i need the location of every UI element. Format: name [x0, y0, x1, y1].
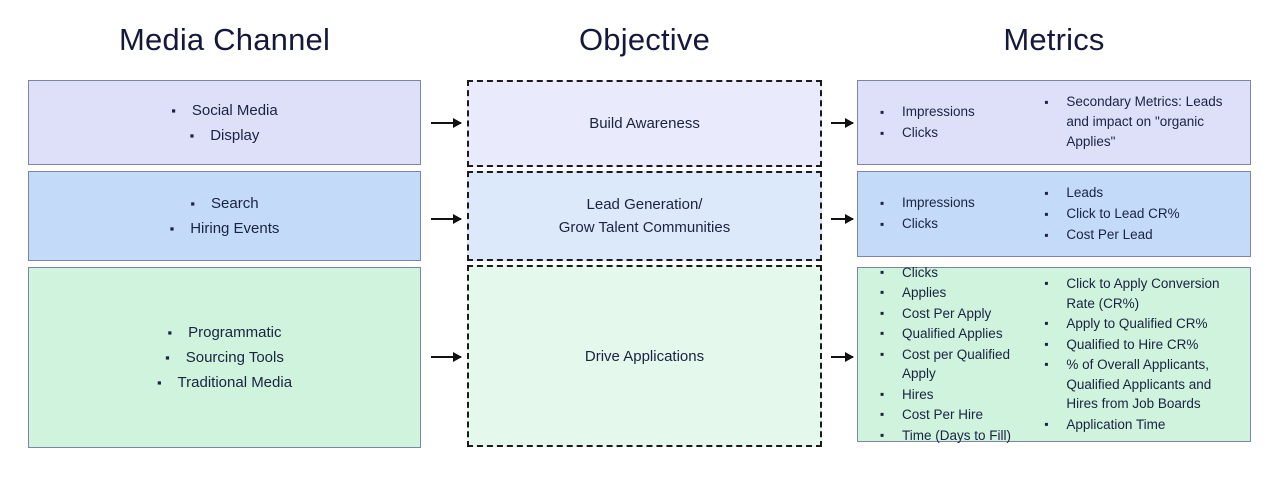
media-channel-list-leadgen: Search Hiring Events [170, 191, 280, 241]
metrics-columns-leadgen: Impressions Clicks Leads Click to Lead C… [858, 172, 1250, 256]
list-item: Impressions [880, 102, 1030, 122]
list-item: Display [171, 123, 278, 148]
metrics-secondary-applications: Click to Apply Conversion Rate (CR%) App… [1034, 274, 1250, 435]
list-item: Clicks [880, 214, 1030, 234]
metrics-box-leadgen[interactable]: Impressions Clicks Leads Click to Lead C… [857, 171, 1251, 257]
list-item: Application Time [1044, 415, 1246, 435]
metrics-secondary-list: Leads Click to Lead CR% Cost Per Lead [1044, 183, 1246, 245]
list-item: Apply to Qualified CR% [1044, 314, 1246, 334]
list-item: Leads [1044, 183, 1246, 203]
metrics-box-awareness[interactable]: Impressions Clicks Secondary Metrics: Le… [857, 80, 1251, 165]
media-channel-list-applications: Programmatic Sourcing Tools Traditional … [157, 320, 293, 395]
list-item: Click to Lead CR% [1044, 204, 1246, 224]
list-item: Time (Days to Fill) [880, 426, 1030, 446]
list-item: Applies [880, 283, 1030, 303]
metrics-secondary-leadgen: Leads Click to Lead CR% Cost Per Lead [1034, 183, 1250, 246]
arrow-right-icon [431, 214, 462, 224]
list-item: Traditional Media [157, 370, 293, 395]
media-channel-box-applications[interactable]: Programmatic Sourcing Tools Traditional … [28, 267, 421, 448]
list-item: Cost Per Apply [880, 304, 1030, 324]
objective-label-line2: Grow Talent Communities [558, 219, 731, 236]
metrics-primary-list: Impressions Clicks [880, 193, 1030, 234]
arrow-right-icon [831, 118, 854, 128]
metrics-secondary-list: Click to Apply Conversion Rate (CR%) App… [1044, 274, 1246, 434]
metrics-primary-applications: Clicks Applies Cost Per Apply Qualified … [858, 263, 1034, 447]
objective-label-awareness: Build Awareness [589, 115, 700, 132]
list-item: Hires [880, 385, 1030, 405]
list-item: Cost Per Lead [1044, 225, 1246, 245]
metrics-columns-applications: Clicks Applies Cost Per Apply Qualified … [858, 263, 1250, 445]
objective-label-line1: Lead Generation/ [586, 196, 703, 213]
arrow-right-icon [431, 118, 462, 128]
list-item: Programmatic [157, 320, 292, 345]
objective-box-applications[interactable]: Drive Applications [467, 265, 822, 447]
arrow-right-icon [831, 214, 854, 224]
metrics-secondary-awareness: Secondary Metrics: Leads and impact on "… [1034, 92, 1250, 153]
media-channel-list-awareness: Social Media Display [171, 98, 278, 148]
metrics-box-applications[interactable]: Clicks Applies Cost Per Apply Qualified … [857, 263, 1251, 445]
list-item: % of Overall Applicants, Qualified Appli… [1044, 355, 1246, 414]
list-item: Qualified to Hire CR% [1044, 335, 1246, 355]
objective-label-applications: Drive Applications [584, 347, 705, 365]
metrics-primary-awareness: Impressions Clicks [858, 102, 1034, 144]
list-item: Qualified Applies [880, 324, 1030, 344]
objective-box-leadgen[interactable]: Lead Generation/ Grow Talent Communities [467, 171, 822, 261]
metrics-primary-list: Impressions Clicks [880, 102, 1030, 143]
column-heading-objective: Objective [578, 22, 711, 57]
media-channel-box-awareness[interactable]: Social Media Display [28, 80, 421, 165]
list-item: Hiring Events [170, 216, 279, 241]
list-item: Clicks [880, 263, 1030, 283]
media-channel-box-leadgen[interactable]: Search Hiring Events [28, 171, 421, 261]
list-item: Secondary Metrics: Leads and impact on "… [1044, 92, 1246, 152]
list-item: Cost per Qualified Apply [880, 345, 1030, 384]
list-item: Click to Apply Conversion Rate (CR%) [1044, 274, 1246, 313]
column-heading-metrics: Metrics [1003, 22, 1105, 57]
list-item: Clicks [880, 123, 1030, 143]
column-heading-media-channel: Media Channel [118, 22, 331, 57]
list-item: Sourcing Tools [157, 345, 292, 370]
metrics-columns-awareness: Impressions Clicks Secondary Metrics: Le… [858, 81, 1250, 164]
objective-box-awareness[interactable]: Build Awareness [467, 80, 822, 167]
metrics-secondary-list: Secondary Metrics: Leads and impact on "… [1044, 92, 1246, 152]
metrics-primary-leadgen: Impressions Clicks [858, 193, 1034, 235]
list-item: Impressions [880, 193, 1030, 213]
list-item: Cost Per Hire [880, 405, 1030, 425]
list-item: Search [170, 191, 280, 216]
list-item: Social Media [171, 98, 278, 123]
metrics-primary-list: Clicks Applies Cost Per Apply Qualified … [880, 263, 1030, 446]
arrow-right-icon [431, 352, 462, 362]
objective-label-leadgen: Lead Generation/ Grow Talent Communities [559, 193, 730, 239]
arrow-right-icon [831, 352, 854, 362]
